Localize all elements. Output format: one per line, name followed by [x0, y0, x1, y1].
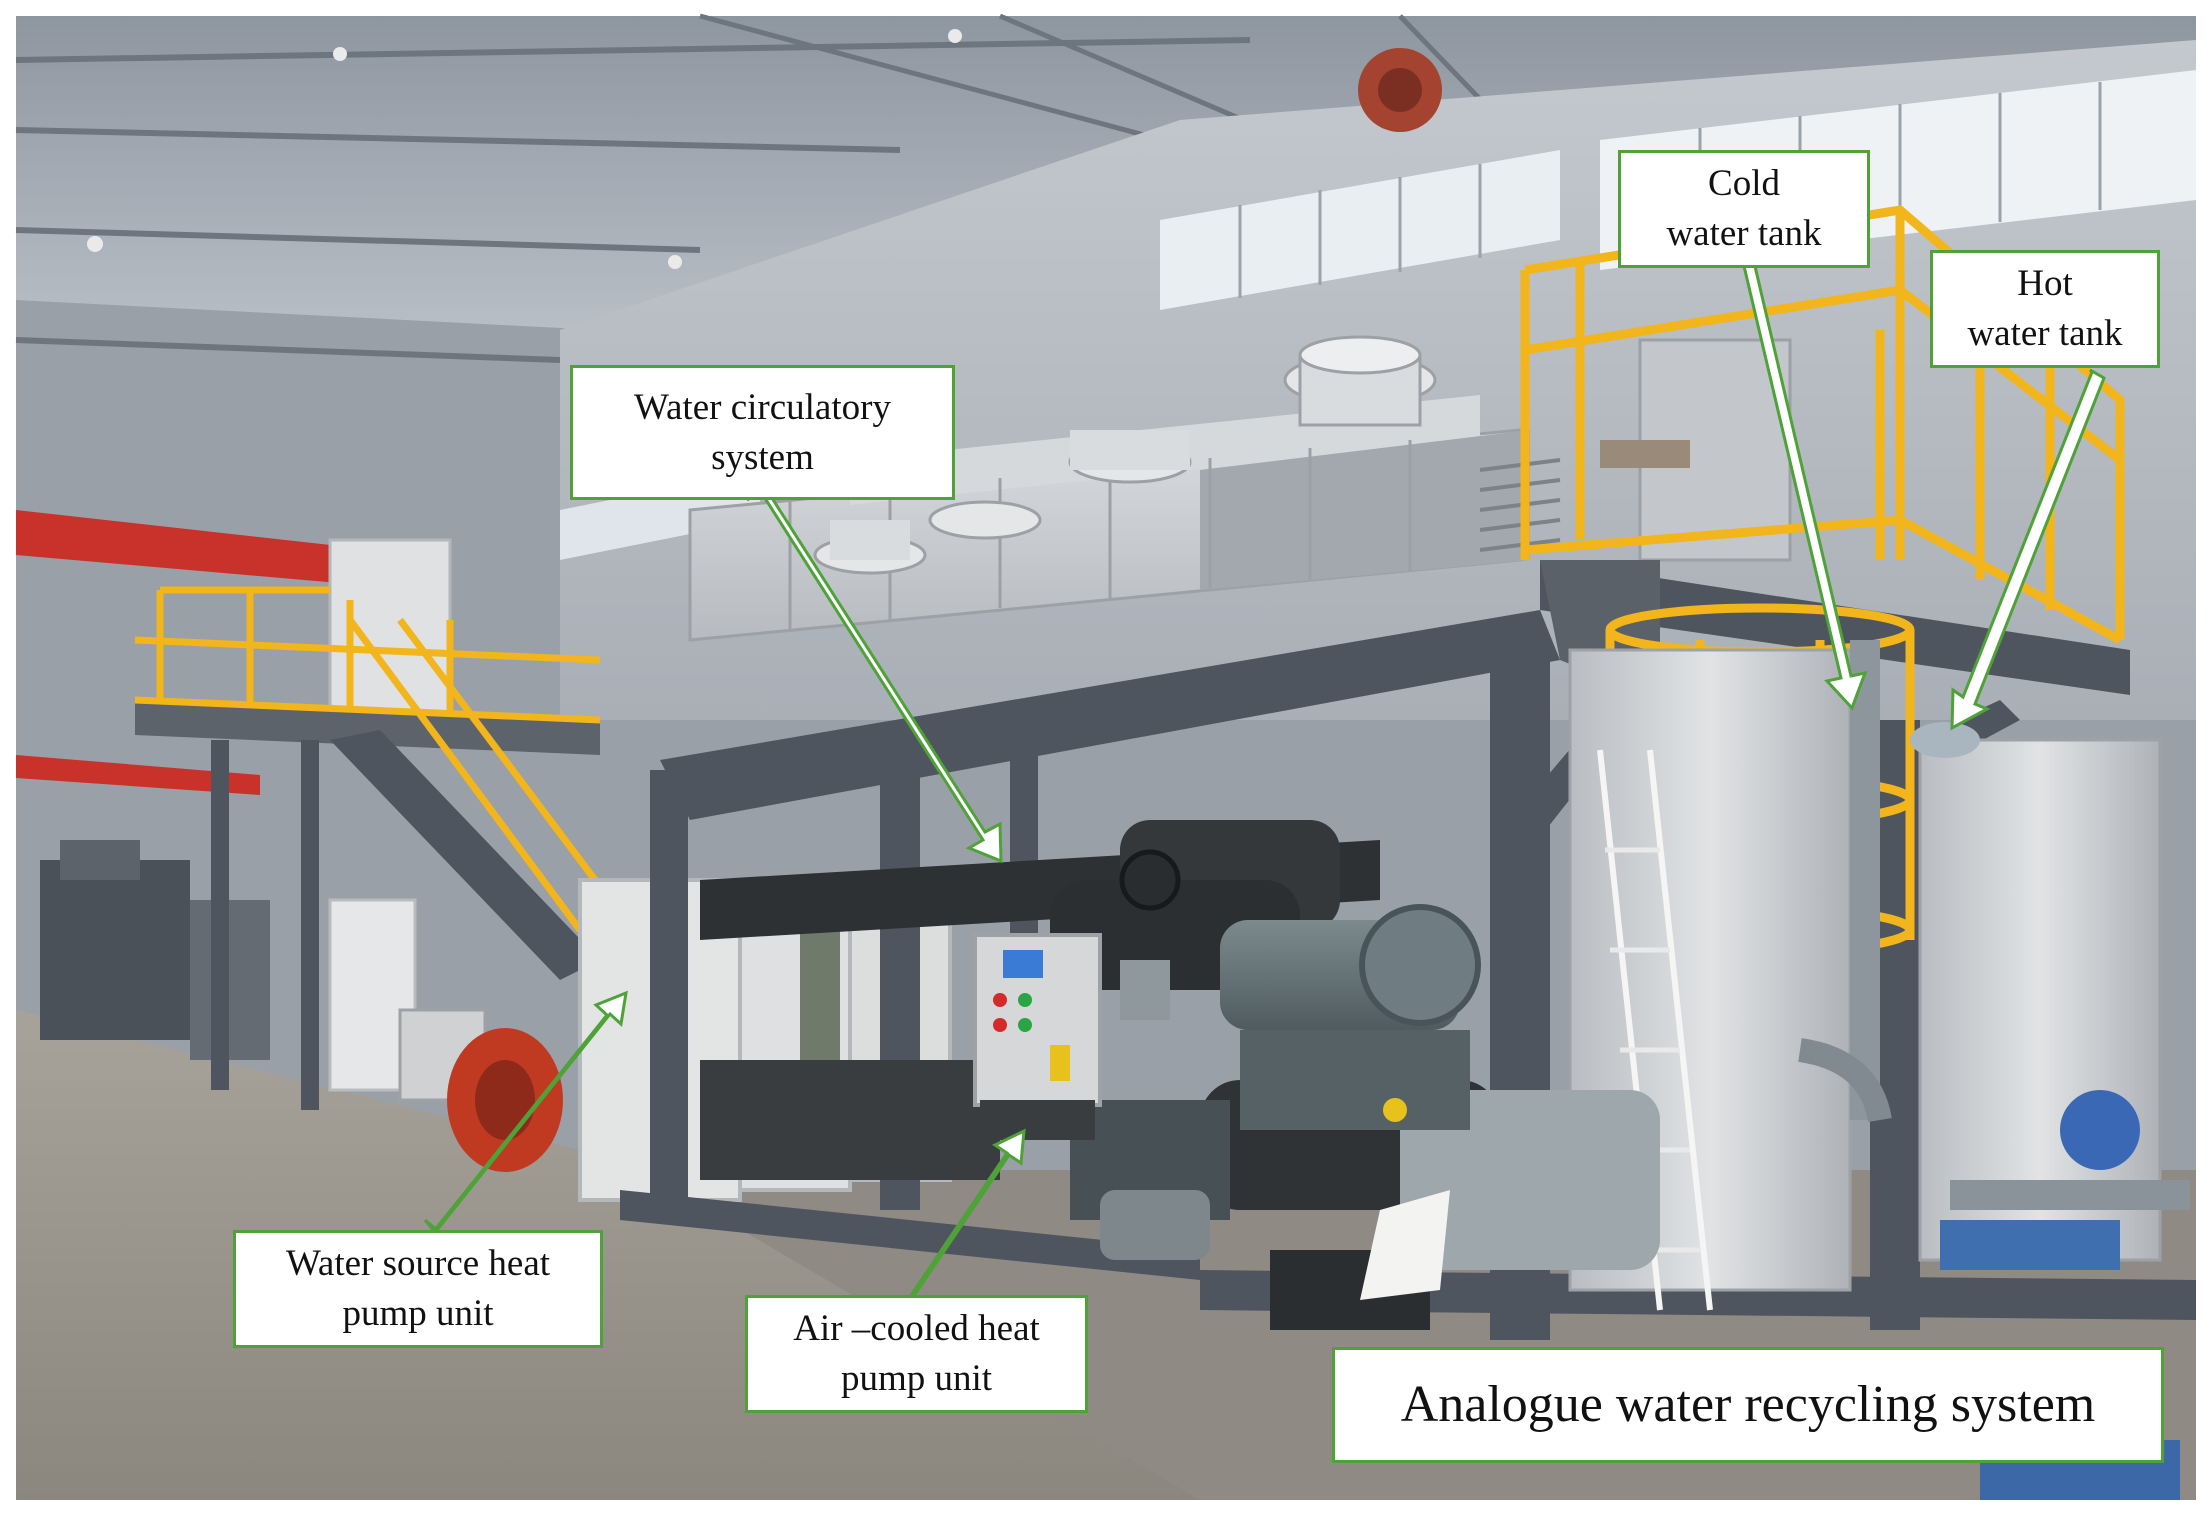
label-line-2: pump unit — [840, 1358, 993, 1399]
label-line-1: Water circulatory — [634, 386, 891, 428]
machinery — [700, 820, 1660, 1330]
label-line-2: system — [711, 436, 814, 478]
arrow-cold-water-tank — [1737, 260, 1868, 711]
label-line-1: Cold — [1708, 163, 1780, 205]
label-line-1: Air –cooled heat — [793, 1308, 1040, 1350]
arrow-air-cooled-heat-pump-unit — [884, 1128, 1026, 1321]
label-line-2: water tank — [1967, 313, 2123, 354]
label-line-1: Hot — [2017, 263, 2073, 305]
label-line-2: pump unit — [342, 1293, 494, 1334]
label-air-cooled-heat-pump-unit: Air –cooled heat pump unit — [745, 1295, 1088, 1413]
label-text: Analogue water recycling system — [1400, 1375, 2096, 1433]
label-line-1: Water source heat — [285, 1243, 551, 1285]
arrow-water-circulatory-system — [745, 481, 1003, 864]
label-cold-water-tank: Cold water tank — [1618, 150, 1870, 268]
left-platform — [134, 538, 613, 1110]
label-analogue-water-recycling-system: Analogue water recycling system — [1332, 1347, 2164, 1463]
label-hot-water-tank: Hot water tank — [1930, 250, 2160, 368]
arrow-water-source-heat-pump-unit — [423, 990, 628, 1234]
label-water-circulatory-system: Water circulatory system — [570, 365, 955, 500]
arrow-hot-water-tank — [1950, 368, 2106, 731]
label-water-source-heat-pump-unit: Water source heat pump unit — [233, 1230, 603, 1348]
label-line-2: water tank — [1666, 213, 1822, 254]
cooling-tower — [688, 335, 1792, 642]
label-arrows — [423, 260, 2106, 1321]
